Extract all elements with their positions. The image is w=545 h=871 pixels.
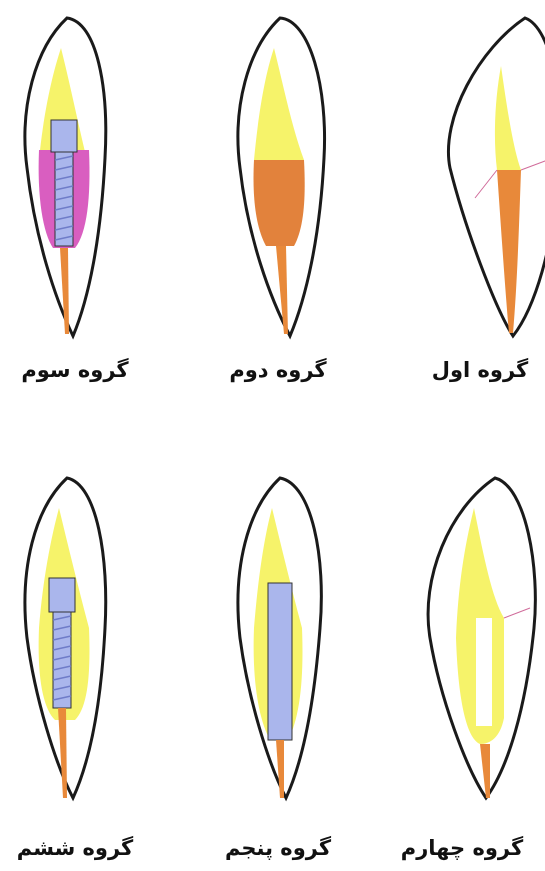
tooth-group-2 [218, 8, 348, 348]
composite-core [254, 160, 305, 246]
post-head [51, 120, 77, 152]
tooth-group-5 [218, 468, 348, 808]
tooth-group-3 [5, 8, 125, 348]
post-head [49, 578, 75, 612]
group-4-label: گروه چهارم [392, 836, 532, 860]
empty-post-space [476, 618, 492, 726]
group-6-label: گروه ششم [5, 836, 145, 860]
group-1-label: گروه اول [410, 358, 545, 382]
group-3-label: گروه سوم [5, 358, 145, 382]
tooth-group-4 [400, 468, 545, 808]
tooth-group-6 [5, 468, 125, 808]
tooth-group-1 [425, 8, 545, 348]
tooth-outline [448, 18, 545, 336]
group-2-label: گروه دوم [208, 358, 348, 382]
group-5-label: گروه پنجم [208, 836, 348, 860]
fiber-post [268, 583, 292, 740]
